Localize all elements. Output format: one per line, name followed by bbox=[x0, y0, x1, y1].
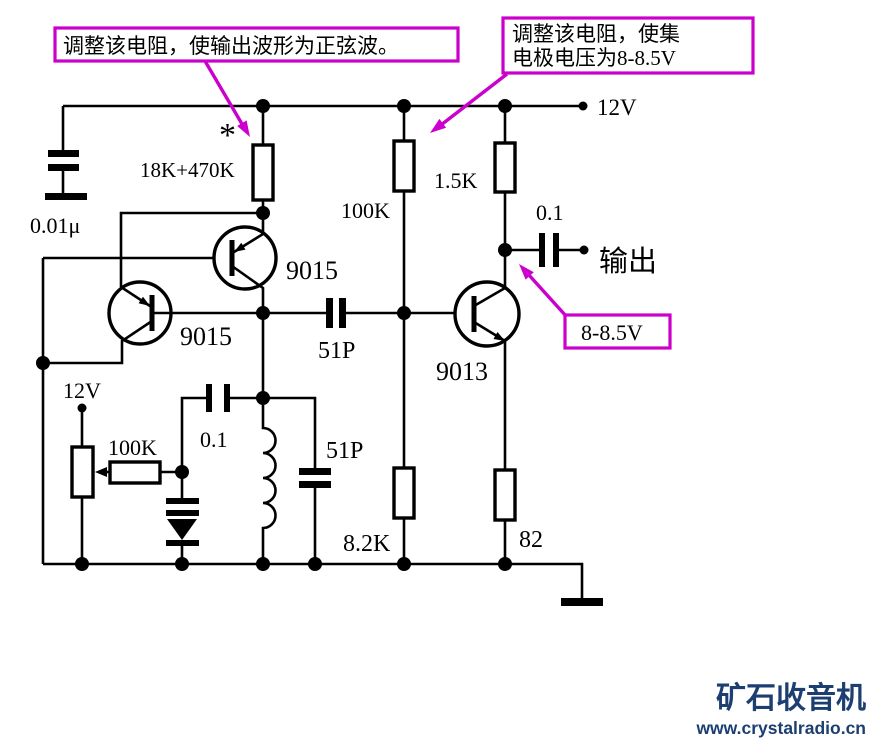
callout-box bbox=[53, 26, 460, 63]
emitter-wire bbox=[233, 213, 265, 254]
wire bbox=[180, 396, 206, 472]
terminal-dot bbox=[578, 101, 588, 111]
pnp-arrow-icon bbox=[234, 242, 246, 252]
capacitor-plate-icon bbox=[224, 384, 230, 412]
watermark-site-url: www.crystalradio.cn bbox=[695, 718, 866, 738]
junction-dot bbox=[498, 557, 512, 571]
load-resistor-1k5: 1.5K bbox=[434, 106, 517, 257]
junction-dot bbox=[308, 557, 322, 571]
q1-label: 9015 bbox=[286, 256, 338, 285]
callout-box bbox=[563, 313, 672, 350]
potentiometer-icon bbox=[70, 445, 95, 499]
capacitor-plate-icon bbox=[299, 481, 331, 488]
resistor-82-label: 82 bbox=[519, 527, 543, 553]
resistor-8k2: 8.2K bbox=[343, 466, 416, 564]
star-mark: * bbox=[219, 117, 236, 154]
tank-parallel-cap-label: 51P bbox=[326, 438, 363, 464]
varicap-plate-icon bbox=[166, 498, 199, 504]
junction-dot bbox=[397, 557, 411, 571]
top-power-rail: 12V bbox=[63, 95, 637, 120]
arrowhead-icon bbox=[430, 118, 447, 133]
resistor-icon bbox=[392, 466, 416, 520]
callout-collector-text-line1: 调整该电阻，使集 bbox=[512, 22, 680, 46]
inductor-icon bbox=[261, 398, 277, 564]
capacitor-plate-icon bbox=[48, 150, 79, 157]
tank-section: 0.1 51P bbox=[166, 313, 363, 564]
coupling-cap-label: 51P bbox=[318, 338, 355, 364]
junction-dot bbox=[175, 557, 189, 571]
wiper-arrow-icon bbox=[95, 467, 107, 477]
capacitor-plate-icon bbox=[339, 298, 346, 328]
watermark: 矿石收音机 www.crystalradio.cn bbox=[695, 681, 866, 738]
transistor-circle-icon bbox=[453, 280, 521, 348]
junction-dot bbox=[75, 557, 89, 571]
callout-collector-text-line2: 电极电压为8-8.5V bbox=[512, 46, 676, 70]
input-cap-label: 0.01μ bbox=[30, 213, 80, 238]
diode-bar-icon bbox=[166, 540, 199, 546]
resistor-icon bbox=[493, 468, 517, 522]
output-cap-label: 0.1 bbox=[536, 200, 564, 225]
resistor-icon bbox=[392, 139, 416, 193]
callout-sine-note: 调整该电阻，使输出波形为正弦波。 bbox=[53, 26, 460, 137]
wire bbox=[263, 396, 317, 468]
resistor-icon bbox=[493, 141, 517, 194]
voltage-badge-text: 8-8.5V bbox=[581, 320, 643, 345]
callout-leader-line bbox=[526, 272, 568, 318]
capacitor-plate-icon bbox=[48, 164, 79, 171]
callout-sine-text: 调整该电阻，使输出波形为正弦波。 bbox=[63, 34, 399, 58]
collector-wire bbox=[43, 319, 153, 365]
transistor-q2-9015: 9015 bbox=[36, 258, 263, 564]
resistor-icon bbox=[108, 460, 162, 485]
output-label: 输出 bbox=[599, 245, 657, 278]
callout-box bbox=[501, 16, 755, 75]
capacitor-plate-icon bbox=[299, 468, 331, 475]
transistor-circle-icon bbox=[212, 225, 278, 291]
q2-label: 9015 bbox=[180, 322, 232, 351]
ground-icon bbox=[561, 598, 603, 606]
terminal-dot bbox=[579, 245, 589, 255]
pnp-arrow-icon bbox=[138, 296, 150, 306]
pot-series-resistor-label: 100K bbox=[108, 435, 157, 460]
input-capacitor: 0.01μ bbox=[30, 106, 87, 238]
supply-label: 12V bbox=[597, 95, 637, 120]
npn-arrow-icon bbox=[493, 332, 505, 341]
transistor-q3-9013: 9013 bbox=[436, 250, 521, 470]
watermark-site-name: 矿石收音机 bbox=[716, 681, 866, 715]
capacitor-plate-icon bbox=[206, 384, 212, 412]
ground-icon bbox=[45, 193, 87, 200]
callout-leader-line bbox=[439, 72, 509, 127]
callout-leader-line bbox=[203, 60, 244, 125]
resistor-icon bbox=[251, 143, 275, 202]
diode-triangle-icon bbox=[167, 519, 197, 540]
ground-rail bbox=[43, 557, 603, 606]
pot-supply-label: 12V bbox=[63, 378, 101, 403]
potentiometer-section: 12V 100K bbox=[63, 378, 182, 564]
capacitor-plate-icon bbox=[553, 233, 559, 267]
coupling-capacitor: 51P bbox=[256, 298, 474, 364]
feedback-resistor-label: 18K+470K bbox=[140, 158, 235, 182]
tank-series-cap-label: 0.1 bbox=[200, 427, 228, 452]
arrowhead-icon bbox=[237, 120, 250, 137]
collector-wire bbox=[231, 264, 265, 313]
feedback-resistor: * 18K+470K bbox=[140, 106, 275, 220]
resistor-8k2-label: 8.2K bbox=[343, 531, 391, 557]
bias-resistor-label: 100K bbox=[341, 198, 390, 223]
varicap-plate-icon bbox=[166, 510, 199, 516]
bias-resistor-100k: 100K bbox=[341, 106, 416, 468]
wire bbox=[43, 562, 584, 598]
junction-dot bbox=[256, 557, 270, 571]
arrowhead-icon bbox=[519, 264, 534, 280]
load-resistor-label: 1.5K bbox=[434, 168, 478, 193]
q3-label: 9013 bbox=[436, 357, 488, 386]
resistor-82: 82 bbox=[493, 468, 543, 564]
transistor-q1-9015: 9015 bbox=[43, 211, 338, 313]
callout-voltage-badge: 8-8.5V bbox=[519, 264, 672, 350]
wire bbox=[119, 211, 263, 287]
collector-wire bbox=[473, 250, 507, 308]
capacitor-plate-icon bbox=[326, 298, 333, 328]
capacitor-plate-icon bbox=[539, 233, 545, 267]
callout-collector-note: 调整该电阻，使集 电极电压为8-8.5V bbox=[430, 16, 755, 133]
output-network: 0.1 输出 bbox=[505, 200, 657, 278]
